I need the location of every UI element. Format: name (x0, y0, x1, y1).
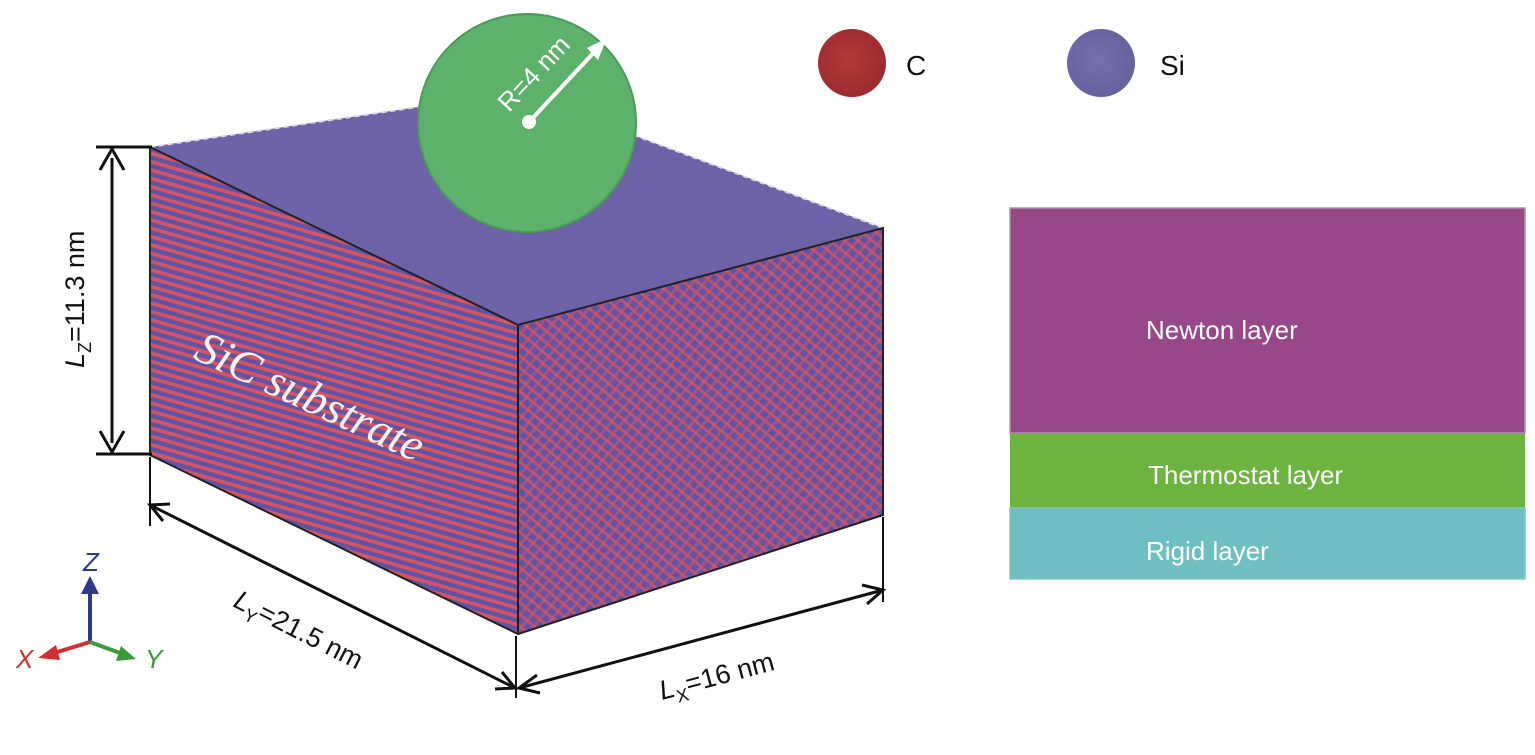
box-left-face (150, 147, 518, 634)
ly-line (149, 503, 516, 690)
lz-label: LZ=11.3 nm (60, 231, 95, 368)
lx-arrow-right (861, 583, 887, 606)
legend: C Si (818, 29, 1185, 97)
legend-silicon-label: Si (1160, 50, 1185, 81)
layer-schematic: Newton layer Thermostat layer Rigid laye… (1009, 207, 1526, 580)
y-axis-label: Y (145, 644, 164, 674)
lz-arrow-down (98, 430, 126, 456)
z-axis-label: Z (82, 547, 100, 577)
newton-layer-label: Newton layer (1146, 315, 1298, 345)
radius-arrow-line (527, 46, 600, 124)
legend-carbon-label: C (906, 50, 926, 81)
sphere-center-dot (522, 115, 536, 129)
lx-line (518, 588, 884, 690)
x-axis-arrowhead (38, 645, 60, 660)
x-axis-label: X (15, 644, 35, 674)
sphere-indenter: R=4 nm (417, 13, 637, 233)
coordinate-axes: Z X Y (15, 547, 164, 674)
rigid-layer-label: Rigid layer (1146, 536, 1269, 566)
y-axis-arrowhead (116, 646, 136, 661)
radius-arrow-head (587, 38, 607, 60)
lx-label: LX=16 nm (656, 646, 779, 710)
legend-silicon-swatch (1067, 29, 1135, 97)
lz-arrow-up (98, 145, 126, 171)
rigid-layer (1009, 507, 1526, 580)
y-axis-line (89, 640, 121, 655)
ly-arrow-right (494, 671, 519, 691)
z-axis-arrowhead (81, 576, 99, 594)
thermostat-layer-label: Thermostat layer (1148, 460, 1343, 490)
ly-arrow-left (146, 502, 171, 522)
ly-label: LY=21.5 nm (227, 585, 368, 680)
legend-carbon-swatch (818, 29, 886, 97)
thermostat-layer (1010, 433, 1525, 508)
lx-arrow-left (515, 673, 541, 695)
newton-layer (1009, 207, 1526, 434)
x-axis-line (53, 640, 91, 655)
box-right-face (518, 228, 883, 634)
lz-dimension: LZ=11.3 nm (60, 145, 152, 456)
